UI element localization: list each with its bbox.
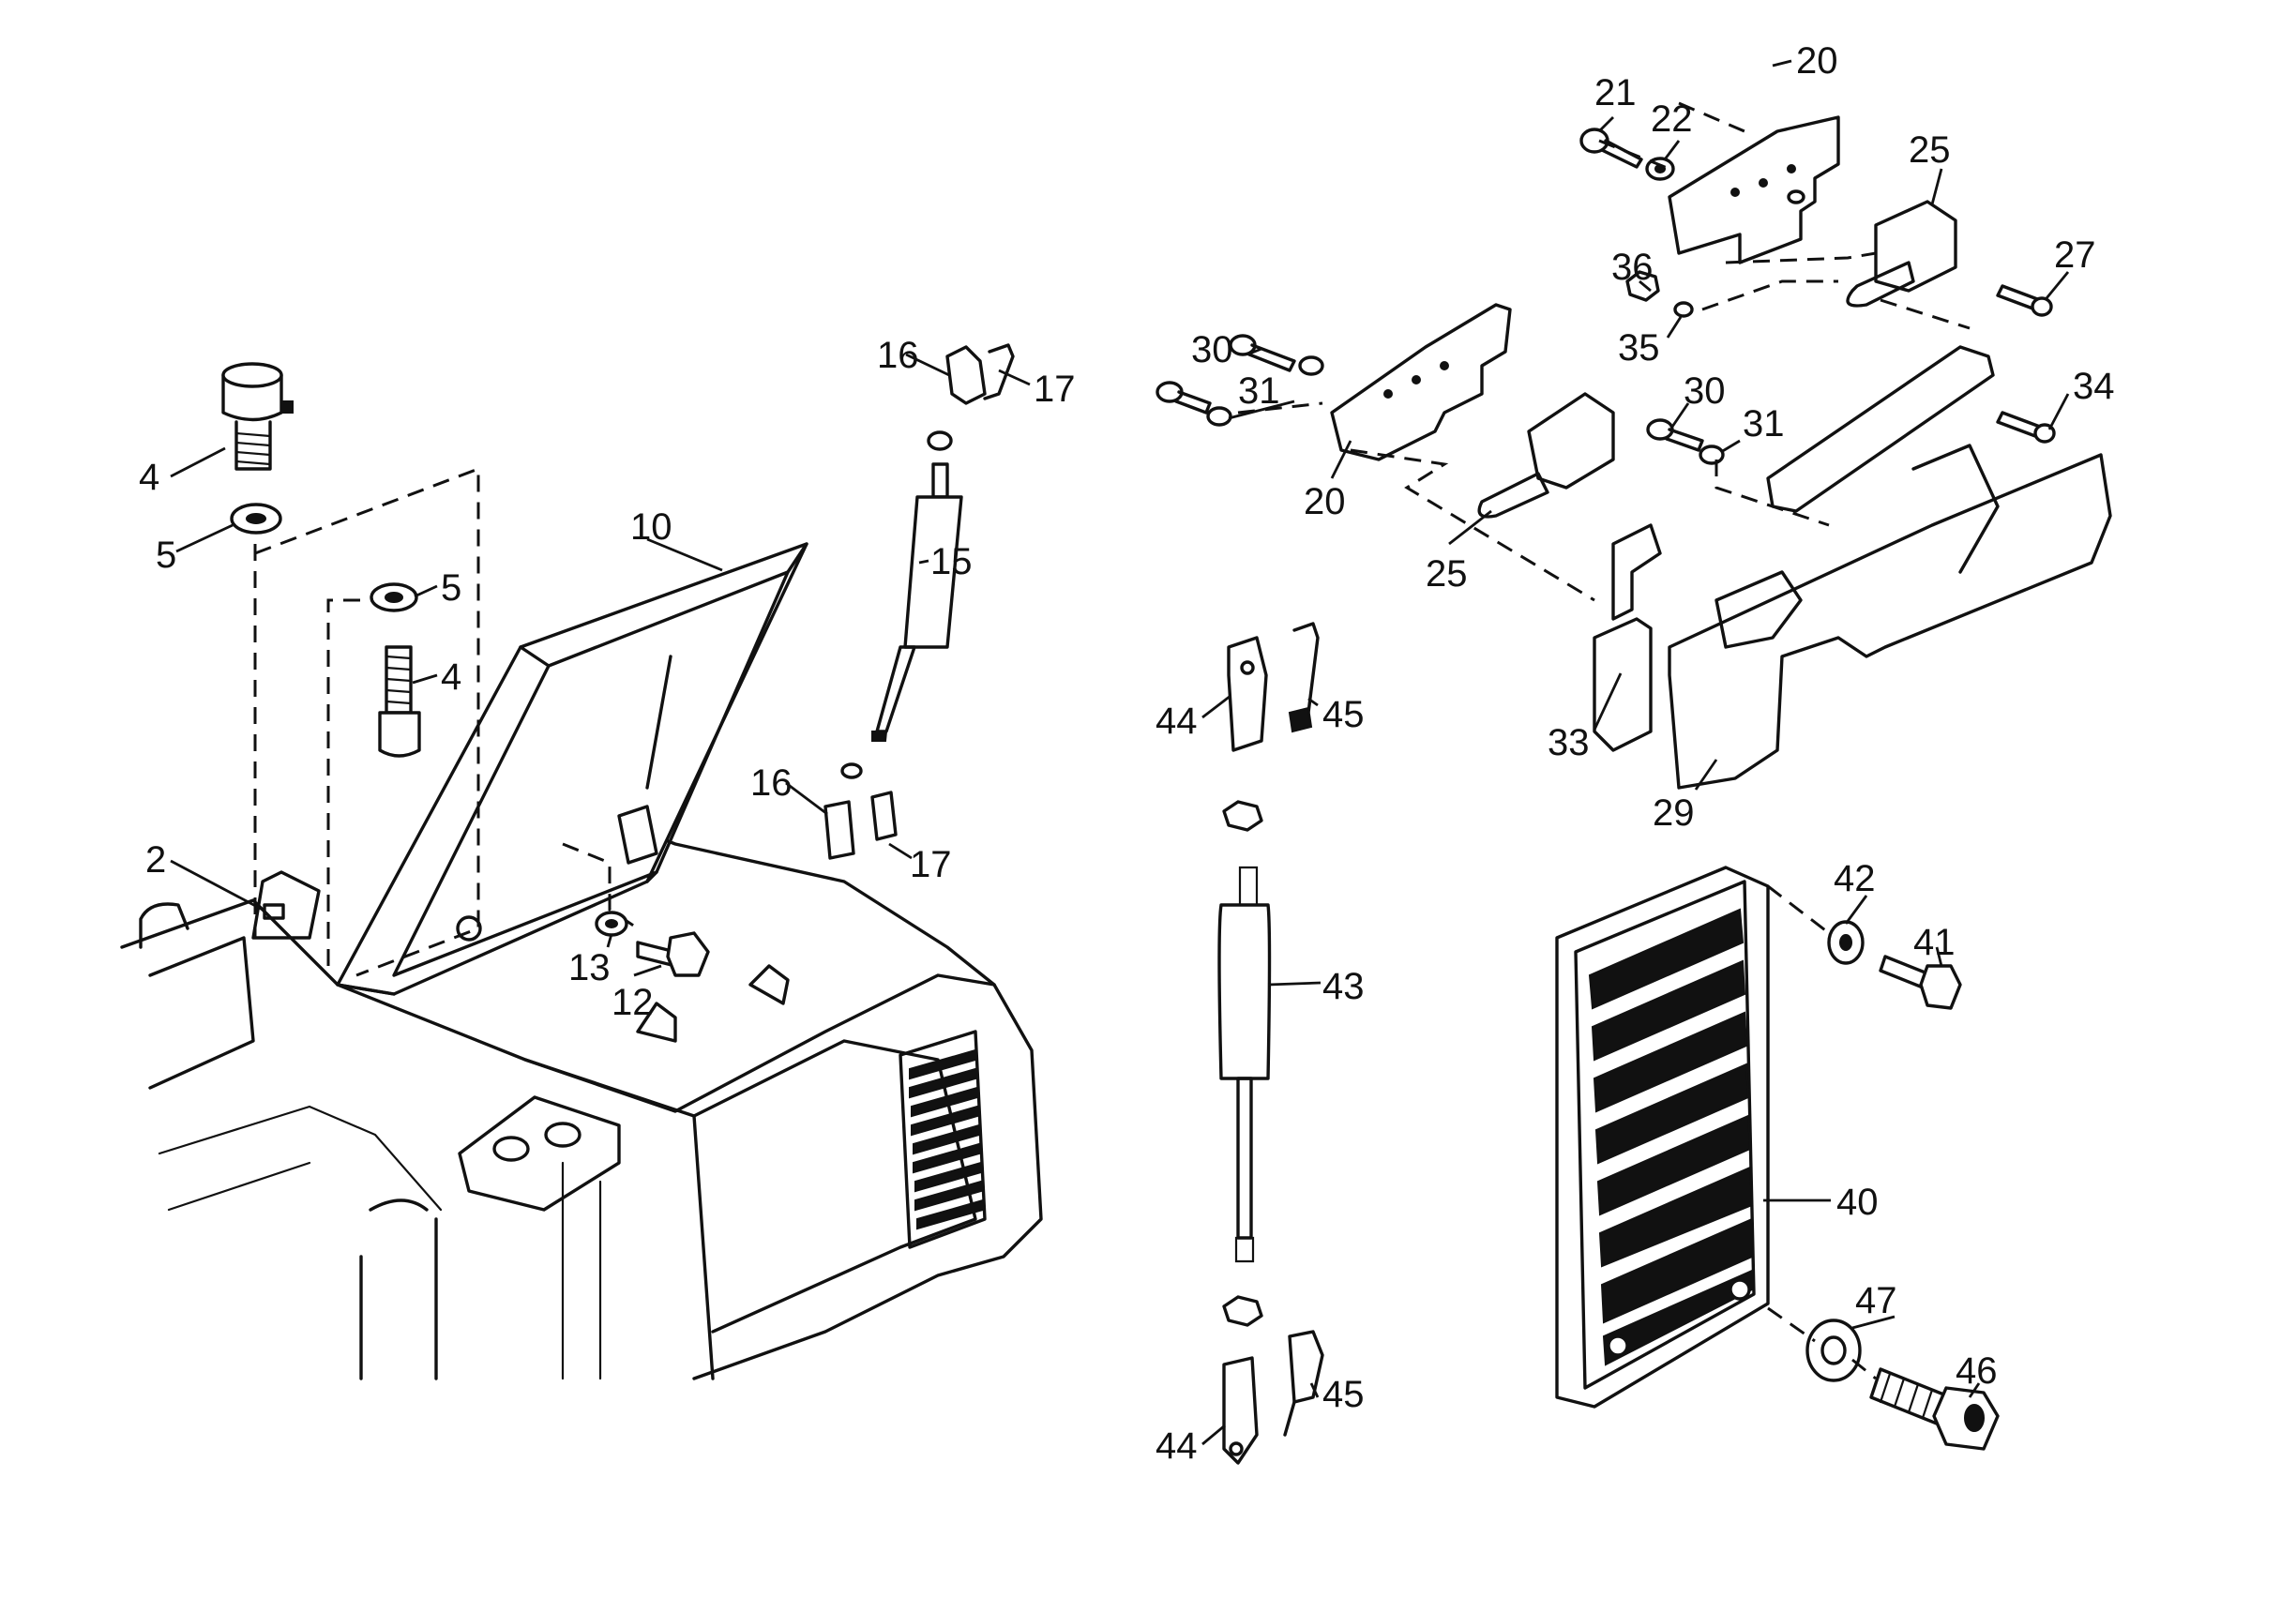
machine-grille [899,1030,987,1249]
callout-31-b: 31 [1743,403,1785,445]
callout-31-a: 31 [1238,370,1280,412]
gas-strut-43 [1217,866,1272,1263]
callout-10: 10 [630,506,672,548]
guard-29 [1668,444,2112,790]
leader-lines [170,59,2070,1446]
callout-25-mid: 25 [1426,553,1468,595]
machine-body [120,776,1043,1380]
washer-13 [595,911,628,937]
rod-eye-16-upper [945,345,987,405]
screw-30-c [1646,418,1704,452]
callout-43: 43 [1322,966,1365,1007]
callout-2: 2 [145,839,166,881]
hinge-bracket [251,870,321,940]
nut-36 [1625,270,1660,302]
callout-20-top: 20 [1796,40,1838,82]
hood-panel [336,542,808,996]
screw-34 [1996,411,2056,444]
callout-30-a: 30 [1191,329,1233,370]
callout-16-lower: 16 [750,762,793,804]
guard-33 [1593,617,1653,752]
callout-16-upper: 16 [877,335,919,376]
grille-panel-40 [1555,866,1770,1409]
callout-17-upper: 17 [1034,369,1076,410]
rod-eye-16-lower [823,762,863,860]
spring-clip-17-lower [870,791,898,841]
callout-42: 42 [1834,858,1876,899]
nut-upper [1222,800,1263,832]
callout-30-b: 30 [1684,370,1726,412]
washer-upper [230,503,282,535]
callout-12: 12 [612,982,654,1023]
callout-33: 33 [1548,722,1590,763]
callout-36: 36 [1611,247,1654,288]
callout-4-lower: 4 [441,656,461,698]
callout-5-upper: 5 [156,535,176,576]
strut-clip-45-upper [1288,622,1320,733]
callout-45-upper: 45 [1322,694,1365,735]
hinge-block-25-mid [1477,392,1615,519]
nut-lower [1222,1295,1263,1327]
strut-eye-44-upper [1227,636,1268,752]
cap-screw-46 [1869,1367,2000,1451]
mounting-plate-20-top [1668,115,1840,264]
callout-22: 22 [1651,98,1693,140]
spring-clip-17-upper [983,343,1015,400]
callout-29: 29 [1653,792,1695,834]
washer-35 [1673,301,1694,318]
strut-eye-44-lower [1222,1356,1259,1465]
callout-17-lower: 17 [910,844,952,885]
callout-40: 40 [1836,1182,1879,1223]
screw-27 [1996,284,2053,317]
washer-31-a [1298,355,1324,376]
callout-labels: 2 4 5 5 4 10 13 12 15 16 17 16 17 20 21 … [139,40,2115,1467]
gas-spring-15 [871,430,963,742]
callout-4-upper: 4 [139,457,159,498]
hex-bolt-12 [636,931,710,977]
cap-screw-upper [221,362,294,471]
screw-30-b [1156,381,1212,415]
cap-screw-21 [1579,128,1643,169]
callout-35: 35 [1618,327,1660,369]
callout-44-upper: 44 [1156,701,1198,742]
washer-31-c [1699,445,1725,465]
callout-27: 27 [2054,234,2096,276]
callout-20-mid: 20 [1304,481,1346,522]
callout-34: 34 [2073,366,2115,407]
callout-47: 47 [1855,1280,1897,1321]
callout-5-lower: 5 [441,567,461,609]
washer-lower [370,582,418,612]
washer-47 [1805,1319,1862,1382]
callout-41: 41 [1913,922,1956,963]
washer-31-b [1206,406,1232,427]
screw-30-a [1229,334,1296,372]
callout-45-lower: 45 [1322,1374,1365,1415]
callout-46: 46 [1956,1350,1998,1392]
washer-42 [1827,920,1865,965]
callout-15: 15 [930,541,973,582]
hinge-block-25-top [1846,200,1957,308]
callout-44-lower: 44 [1156,1425,1198,1467]
callout-13: 13 [568,947,611,988]
hex-bolt-41 [1879,955,1962,1010]
mounting-plate-20-mid [1330,303,1512,461]
strut-clip-45-lower [1283,1330,1324,1437]
callout-25-top: 25 [1909,129,1951,171]
cap-screw-lower [378,645,421,758]
callout-21: 21 [1594,72,1637,113]
